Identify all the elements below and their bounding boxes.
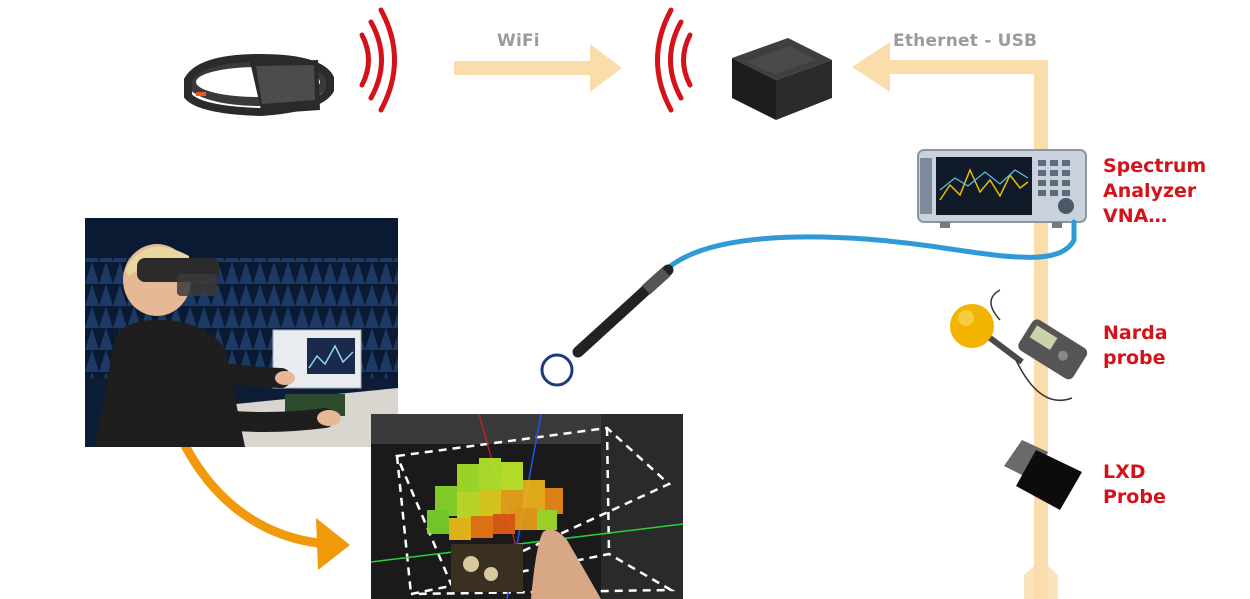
hololens-headset [184,53,334,117]
loop-probe [540,264,674,387]
probe-cable [665,219,1077,271]
wifi-waves-right [655,7,693,113]
lab-photo-scene [85,218,398,447]
lxd-probe-label: LXD Probe [1103,461,1166,508]
ethernet-usb-label: Ethernet - USB [893,31,1038,51]
narda-probe-label: Narda probe [1103,322,1168,369]
wifi-arrow [454,44,622,92]
mini-pc [732,38,832,120]
narda-probe-device [950,289,1088,402]
spectrum-analyzer-device [917,149,1087,228]
wifi-label: WiFi [497,31,540,51]
lab-photo [85,218,398,447]
ar-view-photo [371,414,683,599]
spectrum-analyzer-label: Spectrum Analyzer VNA… [1103,155,1207,227]
lxd-probe-device [1004,440,1082,510]
ar-view-scene [371,414,683,599]
wifi-waves-left [359,7,397,113]
